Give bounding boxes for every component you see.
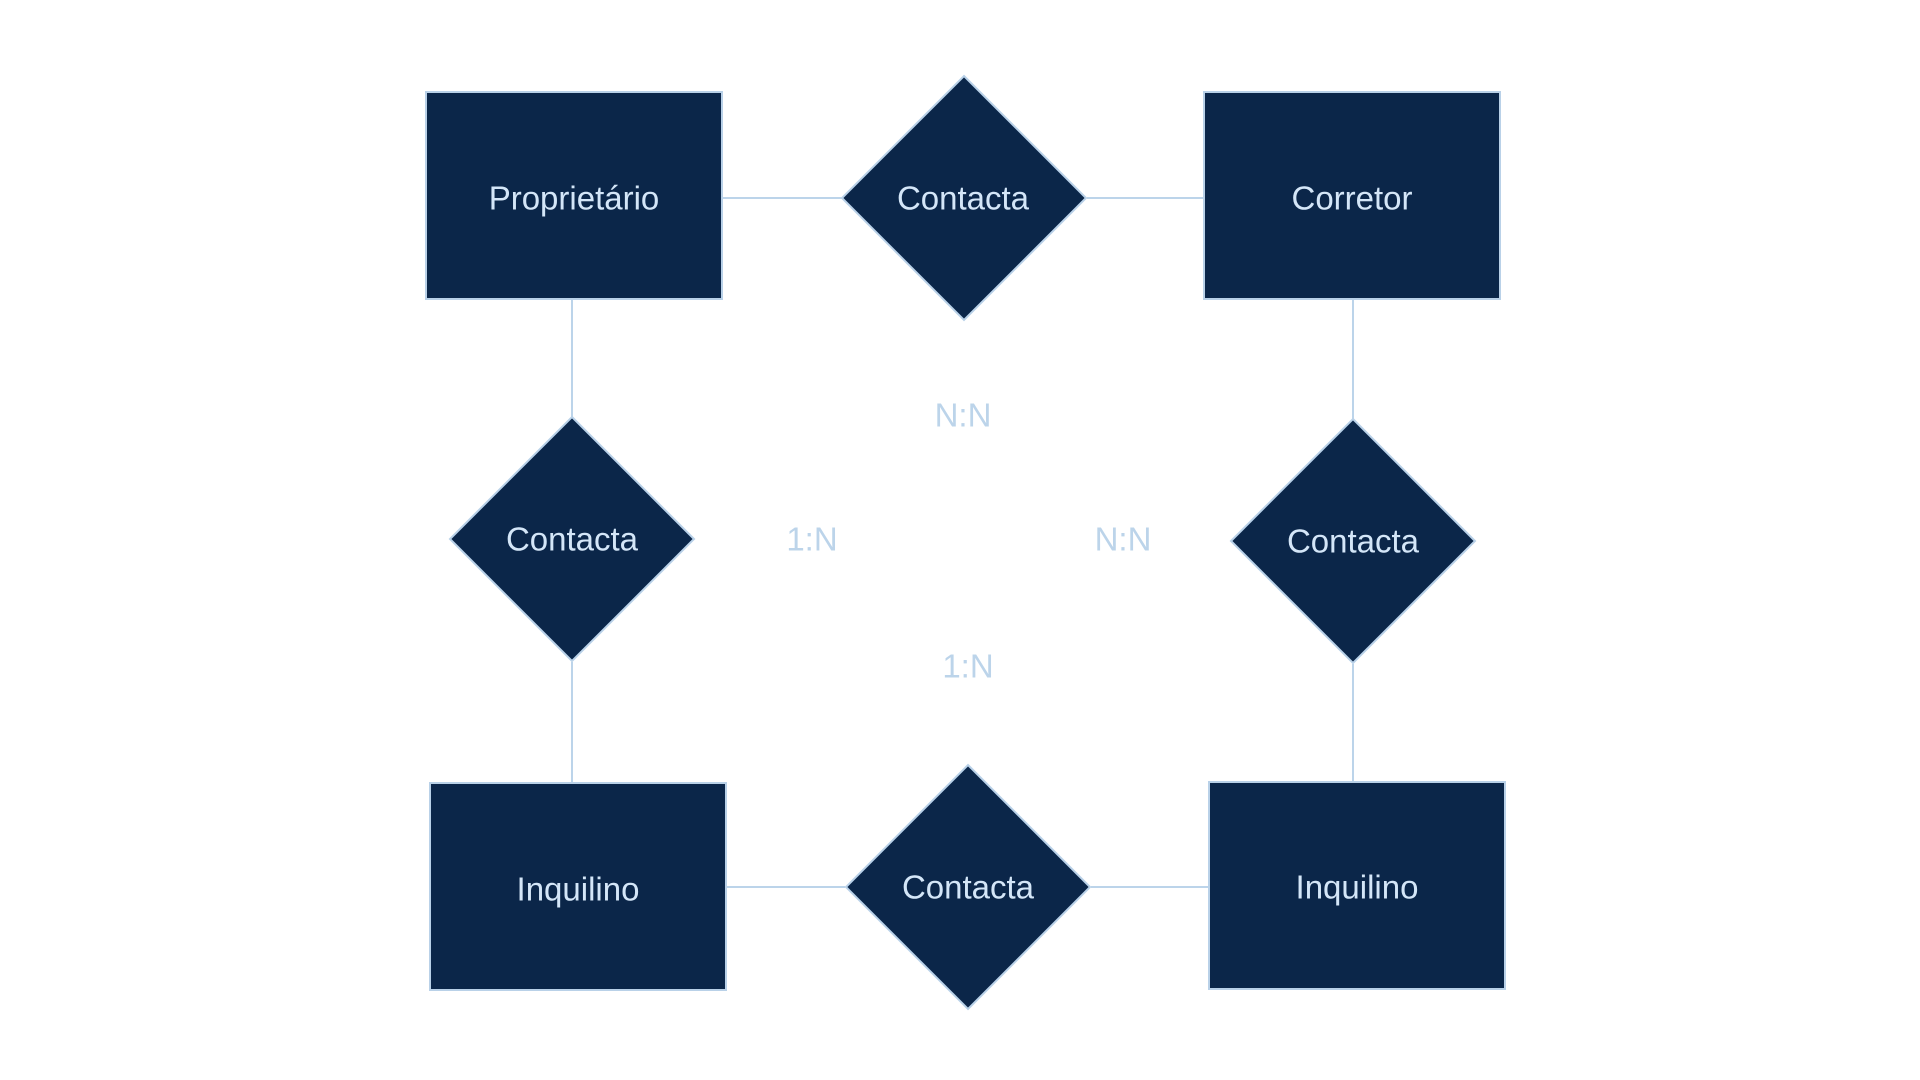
entity-inquilino-right-label: Inquilino (1296, 869, 1419, 906)
relationship-bottom[interactable]: Contacta (844, 763, 1092, 1011)
entity-proprietario-box (425, 91, 723, 300)
entity-corretor[interactable]: Corretor (1203, 91, 1501, 300)
entity-proprietario[interactable]: Proprietário (425, 91, 723, 300)
entity-corretor-box (1203, 91, 1501, 300)
connectors (571, 197, 1354, 888)
cardinality-left: 1:N (786, 521, 837, 558)
relationship-top-label: Contacta (897, 180, 1030, 217)
entity-corretor-label: Corretor (1291, 180, 1412, 217)
relationship-right-label: Contacta (1287, 523, 1420, 560)
relationship-left[interactable]: Contacta (448, 415, 696, 663)
entity-inquilino-left-label: Inquilino (517, 871, 640, 908)
cardinality-right: N:N (1095, 521, 1152, 558)
relationship-bottom-label: Contacta (902, 869, 1035, 906)
relationship-left-label: Contacta (506, 521, 639, 558)
entity-inquilino-right[interactable]: Inquilino (1208, 781, 1506, 990)
relationship-top[interactable]: Contacta (840, 74, 1088, 322)
relationship-left-diamond (448, 415, 696, 663)
entity-inquilino-left-box (429, 782, 727, 991)
cardinality-labels: N:N 1:N N:N 1:N (786, 397, 1151, 685)
relationship-right-diamond (1229, 417, 1477, 665)
entity-inquilino-right-box (1208, 781, 1506, 990)
relationship-top-diamond (840, 74, 1088, 322)
cardinality-bottom: 1:N (942, 648, 993, 685)
relationship-right[interactable]: Contacta (1229, 417, 1477, 665)
cardinality-top: N:N (935, 397, 992, 434)
entity-proprietario-label: Proprietário (489, 180, 660, 217)
relationship-bottom-diamond (844, 763, 1092, 1011)
entity-inquilino-left[interactable]: Inquilino (429, 782, 727, 991)
